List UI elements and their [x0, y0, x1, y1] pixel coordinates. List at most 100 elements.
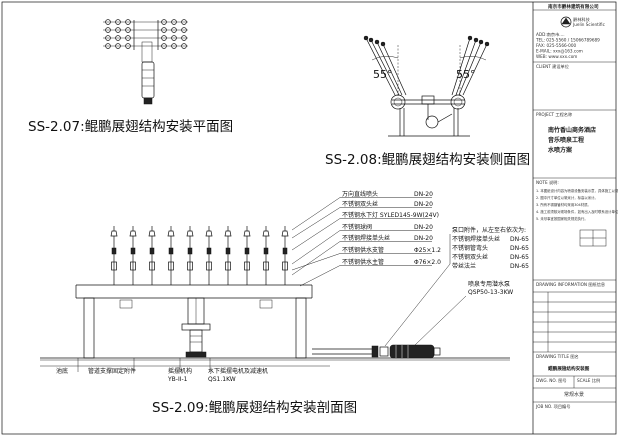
plan-nozzle — [115, 35, 121, 41]
callout-right-4: 带丝法兰 — [452, 262, 476, 270]
section-riser — [129, 226, 137, 285]
callout-left-spec-2: DN-20 — [414, 201, 433, 208]
section-leg-left — [83, 297, 95, 359]
tb-contact-lines: ADD:南京市....TEL: 025-5560 / 15066789689FA… — [535, 31, 600, 59]
tb-contact-line: ADD:南京市.... — [536, 31, 565, 38]
label-pool-bottom: 池底 — [56, 367, 68, 375]
plan-nozzle — [161, 35, 167, 41]
section-riser — [281, 226, 289, 285]
callout-left-spec-1: DN-20 — [414, 191, 433, 198]
tb-note-line: 2. 图中尺寸单位以毫米计，标高以米计。 — [536, 195, 598, 200]
tb-contact-line: WEB: www.xxx.com — [536, 54, 577, 59]
callout-left-3: 不锈钢水下灯 SYLED145-9W(24V) — [342, 211, 439, 219]
side-motor — [425, 115, 439, 129]
plan-nozzle — [105, 27, 111, 33]
callout-right-header: 泵口附件，从左至右依次为: — [452, 226, 526, 234]
side-angle-arc-left — [371, 55, 399, 61]
callout-left-spec-4: DN-20 — [414, 224, 433, 231]
plan-nozzle — [171, 35, 177, 41]
plan-supply-pipe — [141, 41, 153, 63]
section-motor — [189, 329, 203, 353]
tb-project-line: 音乐喷泉工程 — [548, 136, 584, 144]
tb-scale-label: SCALE 比例 — [577, 377, 600, 384]
plan-nozzle — [125, 43, 131, 49]
tb-notes-label: NOTE 说明: — [536, 179, 559, 186]
side-pipe-right — [450, 94, 466, 110]
caption-plan: SS-2.07:鲲鹏展翅结构安装平面图 — [28, 119, 233, 135]
plan-view: SS-2.07:鲲鹏展翅结构安装平面图 — [28, 19, 233, 135]
section-riser — [186, 226, 194, 285]
label-motor: 水下摇摆电机及减速机 — [208, 367, 268, 375]
caption-side: SS-2.08:鲲鹏展翅结构安装侧面图 — [325, 152, 530, 168]
plan-pump-base — [143, 97, 153, 105]
callout-left-spec-5: DN-20 — [414, 235, 433, 242]
side-pipe-left — [390, 94, 406, 110]
callout-pump-model: QSP50-13-3KW — [468, 289, 513, 296]
section-riser — [148, 226, 156, 285]
label-motor-model: QS1.1KW — [208, 376, 236, 383]
tb-company-header: 南京市爵林建筑有限公司 — [548, 3, 599, 10]
tb-stamp-text: 常规水景 — [564, 391, 584, 398]
plan-nozzle — [115, 43, 121, 49]
tb-contact-line: E-MAIL: xxx@163.com — [536, 49, 583, 54]
tb-contact-line: FAX: 025-5566-000 — [536, 43, 576, 48]
plan-nozzle — [181, 19, 187, 25]
plan-nozzle — [115, 27, 121, 33]
callout-right-leader — [384, 263, 451, 347]
label-support: 管道支撑固定附件 — [88, 367, 136, 375]
callouts-left: 万向直线喷头 DN-20 不锈钢双头丝 DN-20 不锈钢水下灯 SYLED145-9W… — [291, 190, 441, 287]
tb-notes: 1. 本图纸设计内容为喷泉设备安装示意，具体施工以现场为准。2. 图中尺寸单位以… — [536, 188, 618, 221]
plan-nozzle-rows — [103, 19, 188, 50]
tb-note-line: 4. 施工前须核对现场条件，如有出入及时联系设计单位。 — [536, 209, 618, 214]
section-riser — [205, 226, 213, 285]
plan-nozzle — [181, 35, 187, 41]
tb-project-line: 水喷方案 — [548, 146, 573, 154]
tb-footer-label: JOB NO. 项目编号 — [535, 403, 570, 410]
title-block: 南京市爵林建筑有限公司 爵林科技 Juelin Scientific ADD:南… — [533, 3, 618, 410]
plan-nozzle — [171, 27, 177, 33]
callout-left-2: 不锈钢双头丝 — [342, 200, 378, 208]
side-angle-left: 55° — [373, 68, 393, 81]
callout-left-spec-6: Φ25×1.2 — [414, 247, 441, 254]
side-angle-arc-right — [459, 55, 487, 61]
callout-right-spec-4: DN-65 — [510, 263, 529, 270]
plan-nozzle — [105, 35, 111, 41]
side-angle-right: 55° — [456, 68, 476, 81]
section-riser-group — [110, 226, 289, 285]
tb-note-line: 5. 未尽事宜按国家相关规范执行。 — [536, 216, 588, 221]
tb-drawing-title: 鲲鹏展翅结构安装图 — [548, 365, 590, 372]
plan-nozzle — [125, 27, 131, 33]
label-swing-model: YB-II-1 — [167, 376, 188, 383]
section-motor-base — [185, 351, 207, 358]
callout-left-5: 不锈钢焊接单头丝 — [342, 234, 390, 242]
plan-nozzle — [171, 19, 177, 25]
tb-note-line: 3. 所有不锈钢管材均采用304材质。 — [536, 202, 591, 207]
section-riser — [243, 226, 251, 285]
plan-nozzle — [161, 27, 167, 33]
callout-left-1: 万向直线喷头 — [342, 190, 378, 198]
callout-right-spec-3: DN-65 — [510, 254, 529, 261]
section-pump — [389, 344, 435, 359]
caption-section: SS-2.09:鲲鹏展翅结构安装剖面图 — [152, 400, 357, 416]
plan-nozzle — [125, 19, 131, 25]
callout-right-2: 不锈钢管弯头 — [452, 244, 488, 252]
company-logo-icon — [560, 16, 572, 28]
tb-client-label: CLIENT 建设单位 — [536, 63, 569, 70]
tb-drawing-no-label: DWG. NO. 图号 — [536, 378, 567, 384]
plan-nozzle — [161, 19, 167, 25]
side-view: 55° 55° SS-2.08:鲲鹏展翅结构安装侧面图 — [325, 35, 530, 168]
callout-right-3: 不锈钢双头丝 — [452, 253, 488, 261]
tb-logo-name: 爵林科技 — [573, 16, 591, 23]
side-left-nozzles — [363, 35, 407, 96]
plan-nozzle — [171, 43, 177, 49]
callout-left-7: 不锈钢供水主管 — [342, 258, 384, 266]
plan-nozzle — [105, 19, 111, 25]
plan-nozzle — [105, 43, 111, 49]
tb-logo-en: Juelin Scientific — [572, 22, 606, 27]
callout-pump-name: 喷泉专用潜水泵 — [468, 280, 510, 288]
plan-pump-body — [141, 61, 155, 99]
plan-nozzle — [115, 19, 121, 25]
